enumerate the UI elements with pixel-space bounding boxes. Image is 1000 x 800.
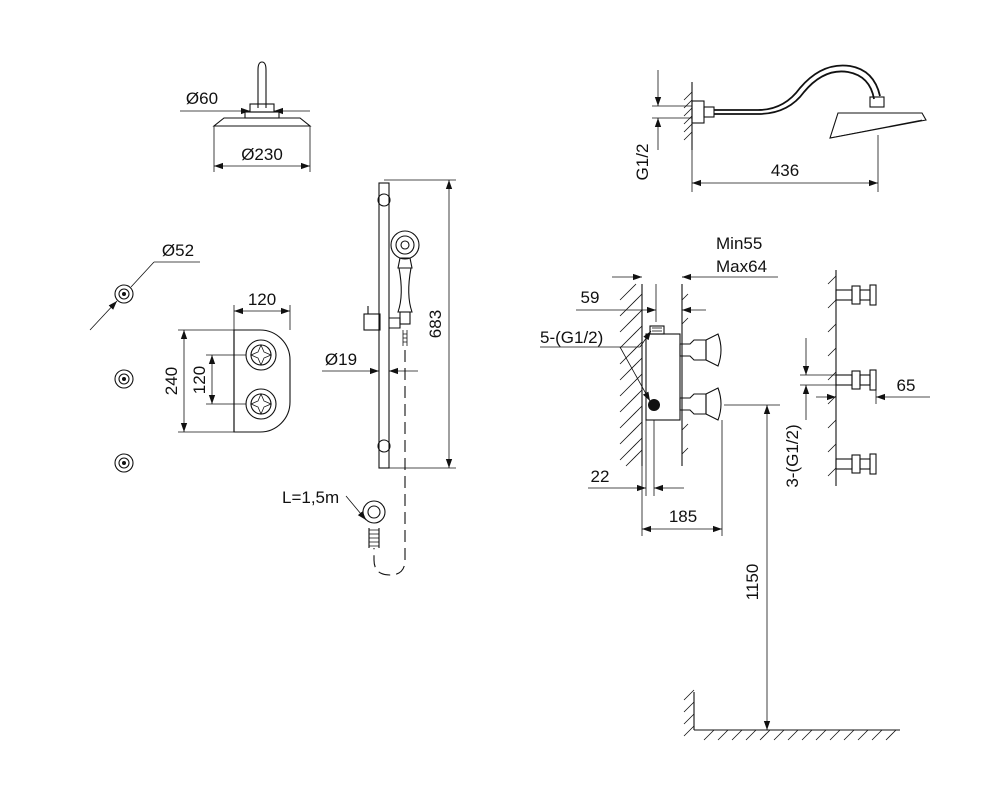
- dim-arm-projection: 436: [771, 161, 799, 180]
- dim-rail-diameter: Ø19: [325, 350, 357, 369]
- valve-section-view: 5-(G1/2) Min55 Max64 59 22 185 1150: [540, 234, 780, 730]
- valve-faceplate-front: 120 240 120: [162, 290, 291, 433]
- dim-connector-diameter: Ø60: [186, 89, 218, 108]
- dim-valve-outlets: 5-(G1/2): [540, 328, 603, 347]
- dim-valve-recess: 59: [581, 288, 600, 307]
- dim-valve-width: 120: [248, 290, 276, 309]
- dim-arm-thread: G1/2: [633, 144, 652, 181]
- dim-jet-projection: 65: [897, 376, 916, 395]
- shower-head-top-view: Ø230 Ø60: [180, 61, 312, 172]
- floor-section: [683, 689, 900, 741]
- dim-valve-spacing: 120: [190, 366, 209, 394]
- body-jets: Ø52: [89, 241, 200, 473]
- shower-arm-side-view: 436 G1/2: [633, 64, 927, 192]
- dim-valve-depth: 185: [669, 507, 697, 526]
- dim-valve-height: 240: [162, 367, 181, 395]
- dim-jet-outlets: 3-(G1/2): [783, 424, 802, 487]
- dim-hose-length: L=1,5m: [282, 488, 339, 507]
- slide-rail-assembly: L=1,5m 683 Ø19: [282, 179, 456, 576]
- body-jets-side-view: 3-(G1/2) 65: [783, 270, 930, 488]
- dim-jet-diameter: Ø52: [162, 241, 194, 260]
- dim-wall-depth-max: Max64: [716, 257, 767, 276]
- dim-valve-height-floor: 1150: [743, 564, 762, 601]
- dim-valve-offset: 22: [591, 467, 610, 486]
- dim-head-diameter: Ø230: [241, 145, 283, 164]
- dim-rail-length: 683: [426, 310, 445, 338]
- dim-wall-depth-min: Min55: [716, 234, 762, 253]
